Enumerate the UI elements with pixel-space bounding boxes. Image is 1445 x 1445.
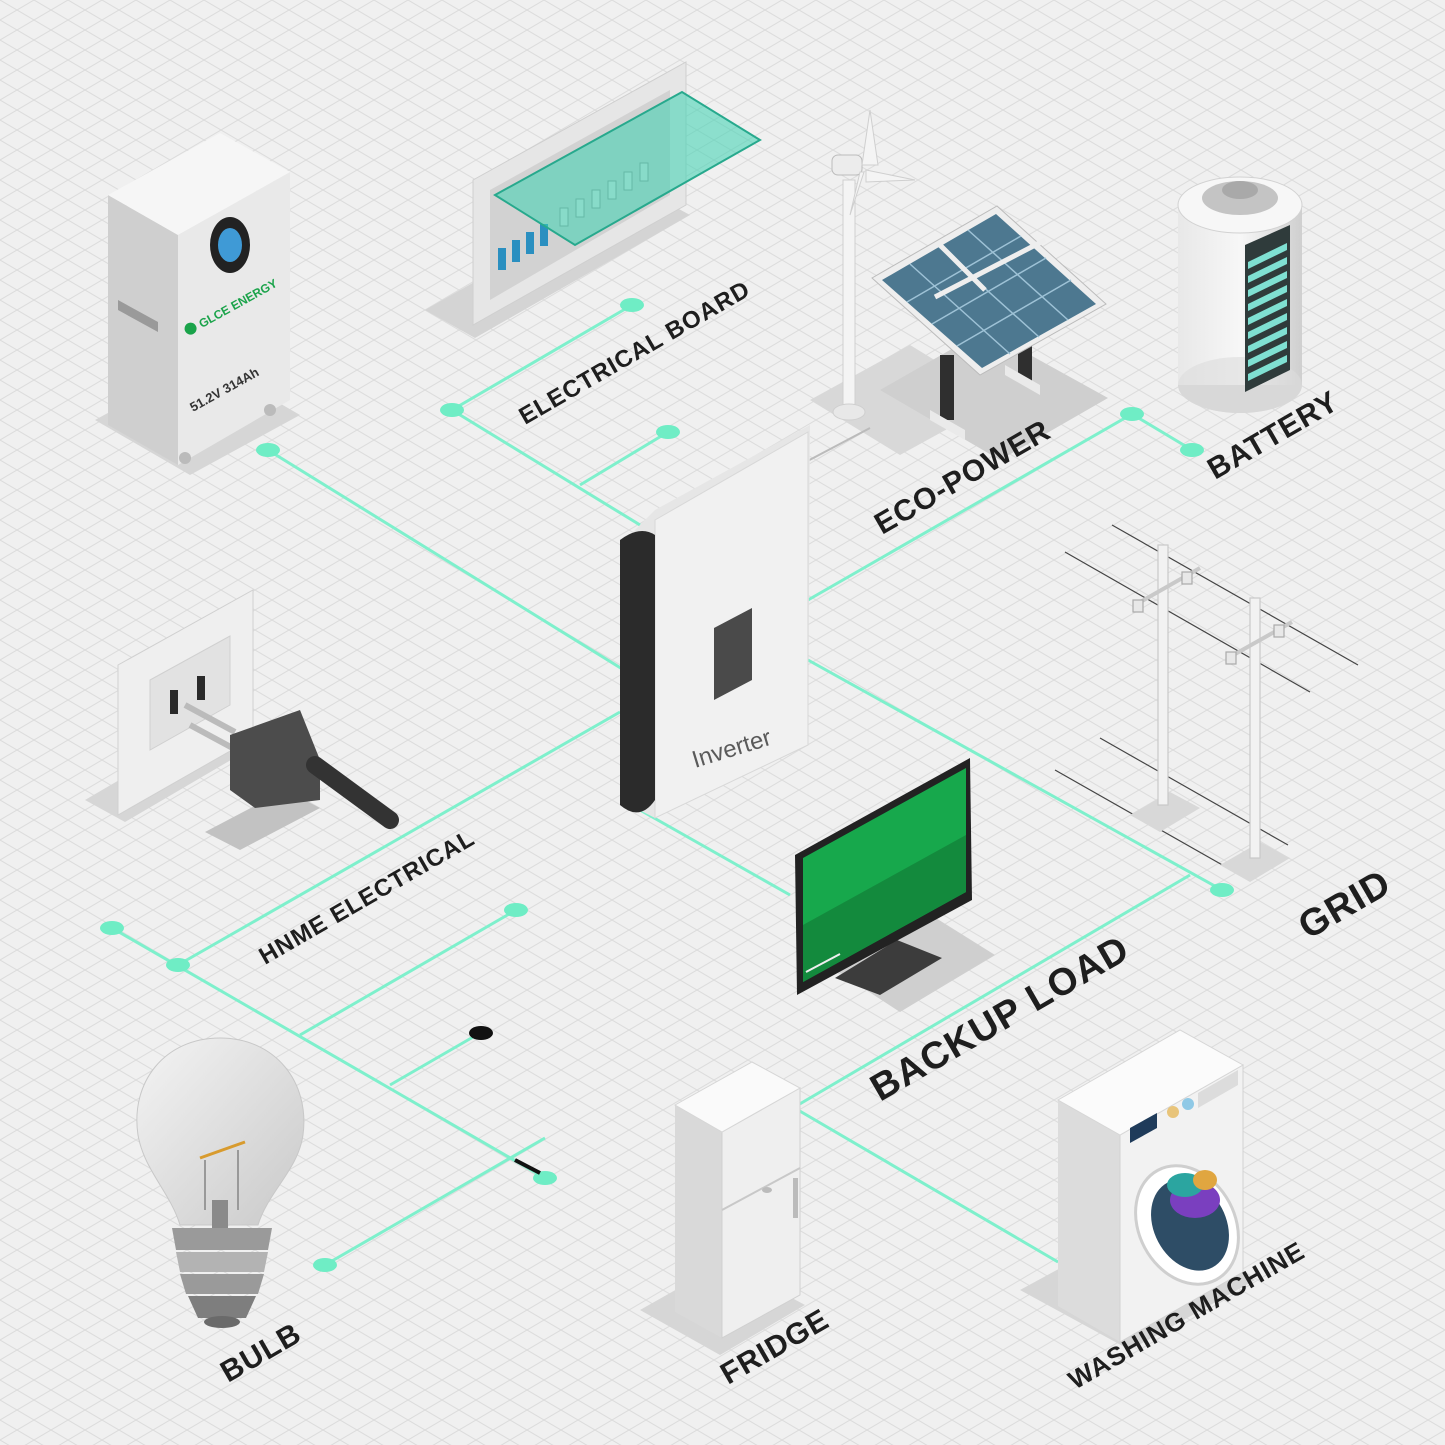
inverter-display-icon: [714, 608, 752, 700]
socket-slot-icon: [170, 690, 178, 714]
grid-power-poles: [1054, 524, 1359, 882]
inverter-unit: Inverter: [620, 425, 810, 819]
wall-socket-plug: [85, 589, 399, 850]
brand-logo-icon: [184, 322, 197, 335]
electrical-board: [425, 61, 762, 338]
stray-node-dark: [469, 1026, 493, 1040]
stray-mark: [514, 1158, 541, 1175]
washer-display-icon: [1130, 1113, 1157, 1143]
light-bulb: [136, 1037, 305, 1328]
battery-cabinet: GLCE ENERGY 51.2V 314Ah: [95, 133, 300, 475]
battery-cylinder: [1177, 176, 1303, 413]
fridge: [640, 1061, 805, 1355]
washing-machine: [1020, 1029, 1255, 1350]
connector-nodes: [100, 298, 1234, 1272]
monitor: [795, 758, 995, 1012]
solar-panel: [871, 205, 1108, 460]
